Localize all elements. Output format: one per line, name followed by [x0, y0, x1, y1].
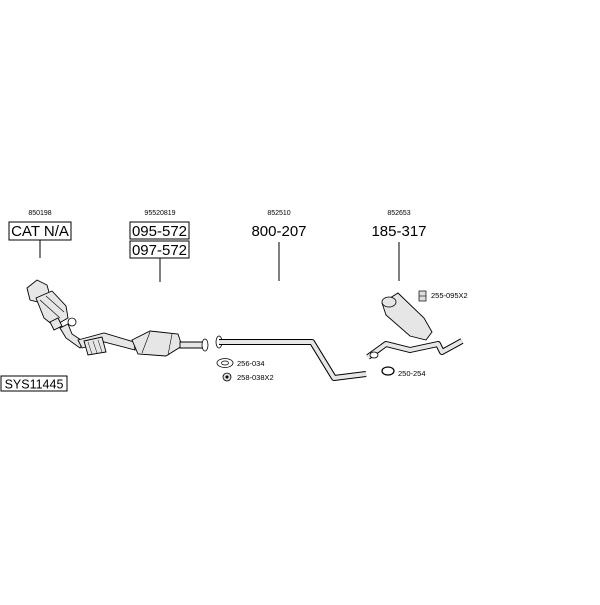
gasket-icon: [216, 358, 234, 368]
part-ref-850198: 850198: [28, 210, 51, 217]
nut-icon: [222, 372, 232, 382]
front-pipe-drawing: [77, 332, 136, 356]
intermediate-pipe-drawing: [215, 335, 367, 381]
part-intermediate-pipe[interactable]: 852510 800-207: [251, 210, 307, 281]
clamp-icon: [381, 366, 395, 376]
system-code-box: [0, 375, 68, 392]
system-code: SYS11445: [0, 375, 68, 392]
part-ref-852653: 852653: [387, 210, 410, 217]
fitting-256-034[interactable]: 256-034: [216, 358, 265, 369]
part-code-cat: CAT N/A: [11, 223, 69, 240]
fitting-250-254[interactable]: 250-254: [381, 366, 426, 378]
rubber-mount-icon: [418, 290, 427, 302]
fitting-label-256-034: 256-034: [237, 359, 265, 368]
catalytic-converter-drawing: [26, 279, 85, 349]
part-code-097-572: 097-572: [132, 242, 187, 259]
fitting-label-255-095x2: 255-095X2: [431, 291, 468, 300]
fitting-255-095x2[interactable]: 255-095X2: [418, 290, 468, 302]
part-rear-silencer[interactable]: 852653 185-317: [371, 210, 427, 281]
fitting-258-038x2[interactable]: 258-038X2: [222, 372, 274, 382]
part-code-box-095-572: [129, 221, 190, 240]
part-ref-95520819: 95520819: [144, 210, 175, 217]
part-code-800-207: 800-207: [251, 223, 306, 240]
part-middle-silencer[interactable]: 95520819 095-572 097-572: [129, 210, 190, 282]
part-catalytic-converter[interactable]: 850198 CAT N/A: [8, 210, 72, 258]
part-ref-852510: 852510: [267, 210, 290, 217]
fitting-label-258-038x2: 258-038X2: [237, 373, 274, 382]
part-code-185-317: 185-317: [371, 223, 426, 240]
rear-silencer-drawing: [366, 292, 464, 360]
system-code-label: SYS11445: [5, 378, 64, 392]
fitting-label-250-254: 250-254: [398, 369, 426, 378]
middle-silencer-drawing: [131, 330, 209, 357]
part-code-095-572: 095-572: [132, 223, 187, 240]
